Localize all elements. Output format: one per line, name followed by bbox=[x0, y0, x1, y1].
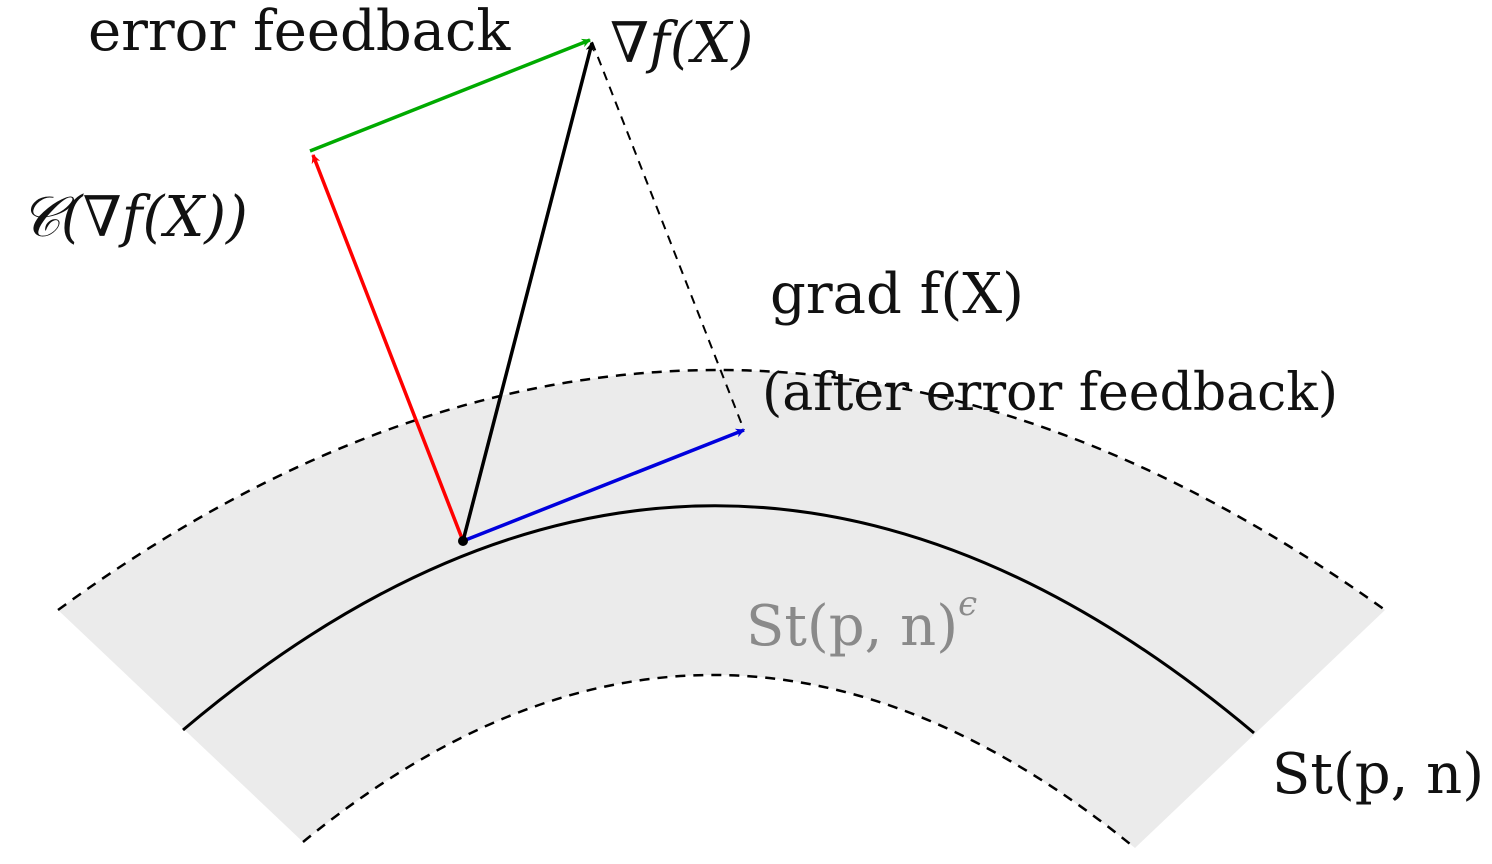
error-feedback-label: error feedback bbox=[88, 0, 511, 64]
stiefel-manifold-curve bbox=[182, 504, 1255, 735]
stiefel-manifold-label: St(p, n) bbox=[1272, 742, 1484, 807]
stiefel-neighborhood-sup: ϵ bbox=[958, 584, 977, 624]
projection-dashed-line bbox=[591, 41, 745, 431]
stiefel-neighborhood-label: St(p, n)ϵ bbox=[746, 584, 977, 659]
after-error-feedback-label: (after error feedback) bbox=[762, 363, 1338, 423]
euclidean-gradient-label: ∇f(X) bbox=[610, 11, 753, 76]
compressed-gradient-arrow bbox=[311, 154, 465, 542]
compressed-gradient-label: 𝒞(∇f(X)) bbox=[20, 185, 248, 250]
error-feedback-arrow bbox=[309, 38, 591, 153]
base-point bbox=[458, 536, 468, 546]
stiefel-neighborhood-main: St(p, n) bbox=[746, 594, 958, 659]
euclidean-gradient-arrow bbox=[461, 42, 595, 542]
neighborhood-band bbox=[58, 370, 1385, 848]
neighborhood-lower-boundary bbox=[302, 673, 1136, 849]
riemannian-gradient-arrow bbox=[462, 428, 745, 543]
riemannian-gradient-label: grad f(X) bbox=[770, 262, 1024, 327]
